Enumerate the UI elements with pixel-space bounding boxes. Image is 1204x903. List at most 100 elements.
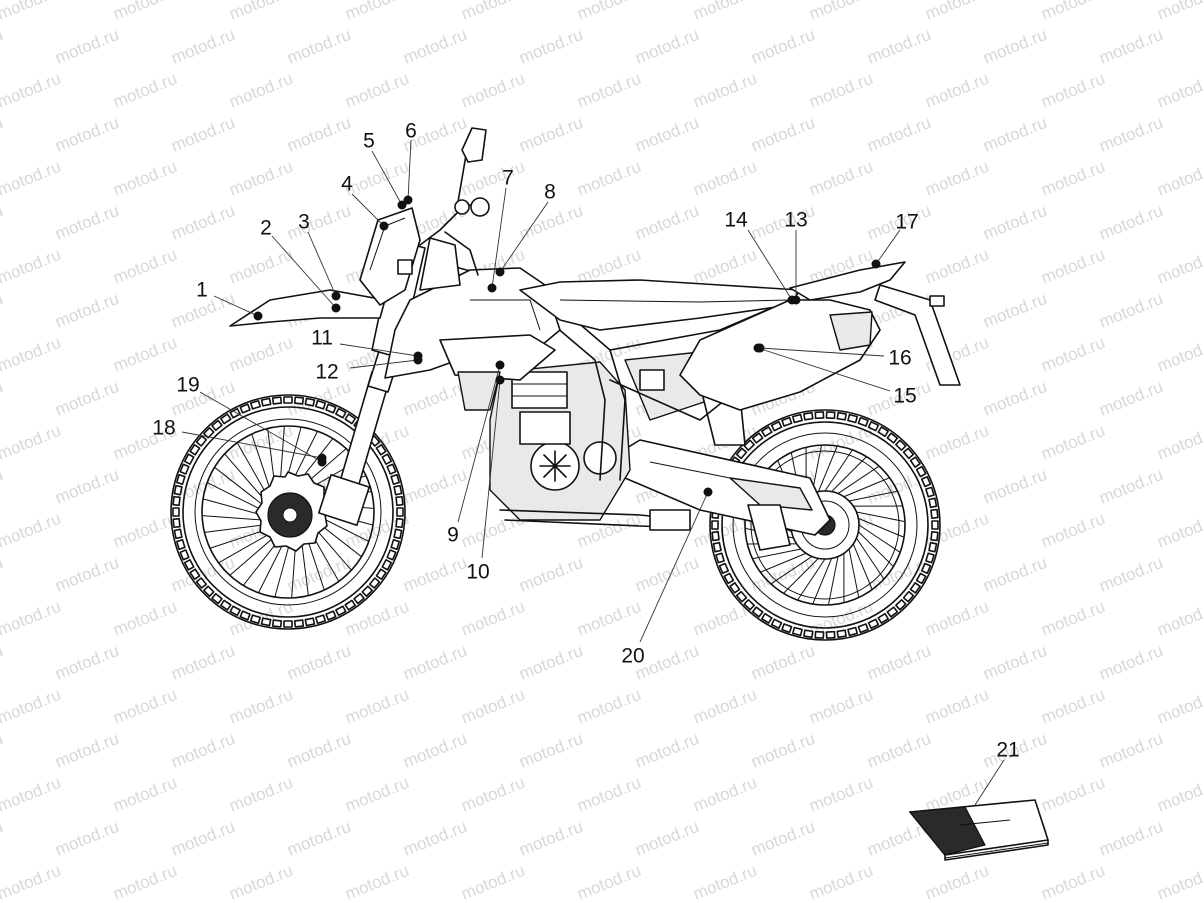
watermark-text: motod.ru — [1154, 245, 1204, 288]
watermark-text: motod.ru — [52, 817, 121, 860]
watermark-text: motod.ru — [1096, 641, 1165, 684]
watermark-text: motod.ru — [632, 113, 701, 156]
watermark-text: motod.ru — [516, 729, 585, 772]
callout-number: 21 — [996, 739, 1019, 762]
watermark-text: motod.ru — [516, 113, 585, 156]
watermark-text: motod.ru — [1096, 817, 1165, 860]
watermark-text: motod.ru — [806, 685, 875, 728]
callout-leader-line — [407, 139, 412, 201]
watermark-text: motod.ru — [748, 641, 817, 684]
watermark-text: motod.ru — [516, 201, 585, 244]
watermark-text: motod.ru — [1096, 729, 1165, 772]
callout-number: 10 — [466, 561, 489, 584]
watermark-text: motod.ru — [516, 641, 585, 684]
watermark-text: motod.ru — [864, 641, 933, 684]
watermark-text: motod.ru — [1154, 685, 1204, 728]
callout-4: 4 — [341, 173, 389, 231]
watermark-text: motod.ru — [574, 69, 643, 112]
callout-leader-line — [339, 343, 419, 357]
watermark-text: motod.ru — [922, 157, 991, 200]
watermark-text: motod.ru — [0, 377, 6, 420]
watermark-text: motod.ru — [690, 773, 759, 816]
watermark-text: motod.ru — [1096, 465, 1165, 508]
watermark-text: motod.ru — [574, 597, 643, 640]
callout-5: 5 — [363, 130, 407, 210]
watermark-text: motod.ru — [342, 69, 411, 112]
watermark-text: motod.ru — [922, 421, 991, 464]
watermark-text: motod.ru — [0, 861, 64, 903]
watermark-text: motod.ru — [690, 861, 759, 903]
watermark-text: motod.ru — [0, 69, 64, 112]
callout-leader-line — [481, 379, 501, 559]
callout-dot — [495, 375, 505, 385]
watermark-text: motod.ru — [980, 201, 1049, 244]
callout-leader-line — [491, 187, 507, 289]
callout-2: 2 — [260, 217, 341, 313]
watermark-text: motod.ru — [1154, 0, 1204, 24]
callout-1: 1 — [196, 279, 263, 321]
watermark-text: motod.ru — [226, 0, 295, 24]
watermark-text: motod.ru — [0, 245, 64, 288]
watermark-text: motod.ru — [632, 553, 701, 596]
watermark-text: motod.ru — [400, 817, 469, 860]
watermark-text: motod.ru — [400, 465, 469, 508]
watermark-text: motod.ru — [226, 685, 295, 728]
watermark-text: motod.ru — [980, 641, 1049, 684]
watermark-text: motod.ru — [168, 113, 237, 156]
watermark-text: motod.ru — [1154, 509, 1204, 552]
watermark-text: motod.ru — [0, 201, 6, 244]
watermark-text: motod.ru — [0, 289, 6, 332]
watermark-text: motod.ru — [690, 157, 759, 200]
watermark-text: motod.ru — [980, 289, 1049, 332]
watermark-text: motod.ru — [574, 773, 643, 816]
watermark-text: motod.ru — [52, 25, 121, 68]
callout-10: 10 — [466, 375, 505, 584]
watermark-text: motod.ru — [574, 0, 643, 24]
watermark-text: motod.ru — [0, 509, 64, 552]
watermark-text: motod.ru — [0, 641, 6, 684]
callout-dot — [871, 259, 881, 269]
watermark-text: motod.ru — [110, 773, 179, 816]
watermark-text: motod.ru — [284, 113, 353, 156]
front-fender — [229, 289, 386, 327]
watermark-text: motod.ru — [0, 553, 6, 596]
watermark-text: motod.ru — [980, 377, 1049, 420]
watermark-text: motod.ru — [748, 25, 817, 68]
watermark-text: motod.ru — [0, 465, 6, 508]
owners-manual-booklet — [908, 799, 1049, 861]
watermark-text: motod.ru — [226, 333, 295, 376]
watermark-text: motod.ru — [690, 685, 759, 728]
watermark-text: motod.ru — [400, 25, 469, 68]
callout-leader-line — [875, 229, 901, 265]
watermark-text: motod.ru — [0, 113, 6, 156]
watermark-text: motod.ru — [110, 157, 179, 200]
callout-3: 3 — [298, 211, 341, 301]
watermark-text: motod.ru — [980, 553, 1049, 596]
watermark-text: motod.ru — [1038, 861, 1107, 903]
callout-dot — [253, 311, 263, 321]
watermark-text: motod.ru — [400, 553, 469, 596]
watermark-text: motod.ru — [110, 861, 179, 903]
watermark-text: motod.ru — [864, 113, 933, 156]
callout-dot — [413, 355, 423, 365]
watermark-text: motod.ru — [0, 333, 64, 376]
watermark-text: motod.ru — [0, 685, 64, 728]
callout-number: 6 — [405, 120, 417, 143]
callout-dot — [755, 343, 765, 353]
callout-leader-line — [181, 431, 323, 459]
watermark-text: motod.ru — [458, 685, 527, 728]
watermark-text: motod.ru — [0, 817, 6, 860]
callout-number: 13 — [784, 209, 807, 232]
watermark-text: motod.ru — [516, 25, 585, 68]
watermark-text: motod.ru — [632, 25, 701, 68]
watermark-text: motod.ru — [226, 773, 295, 816]
watermark-text: motod.ru — [980, 465, 1049, 508]
watermark-text: motod.ru — [516, 553, 585, 596]
watermark-text: motod.ru — [1096, 289, 1165, 332]
watermark-text: motod.ru — [1038, 245, 1107, 288]
watermark-text: motod.ru — [0, 0, 64, 24]
callout-leader-line — [639, 491, 709, 643]
watermark-text: motod.ru — [458, 773, 527, 816]
callout-dot — [703, 487, 713, 497]
